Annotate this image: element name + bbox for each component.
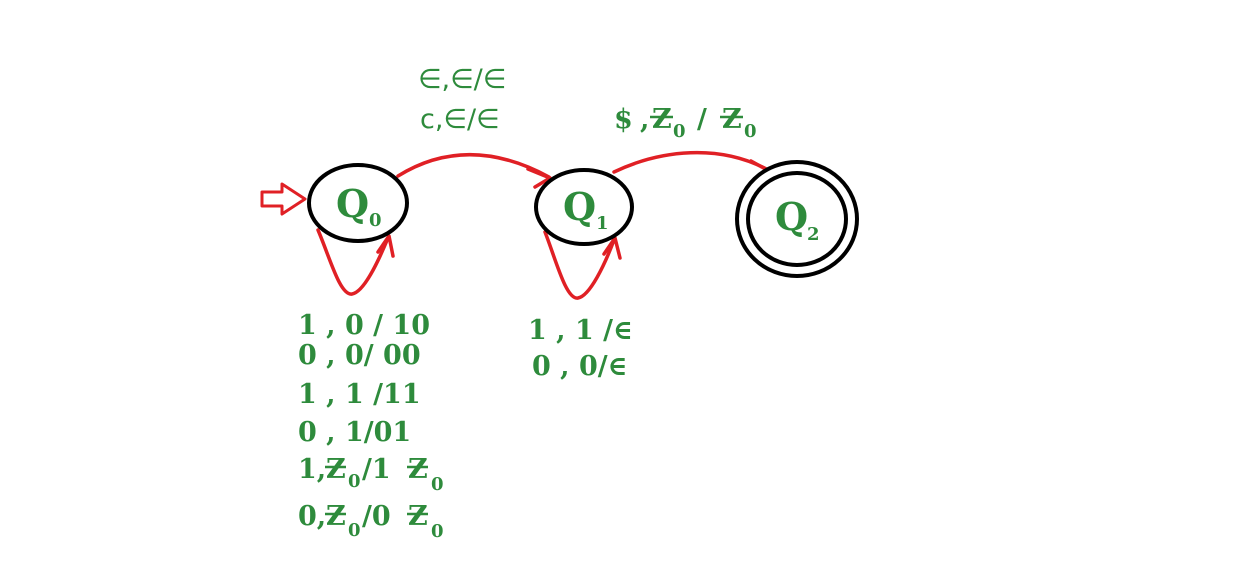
svg-text:Z: Z [326,454,346,485]
svg-text:/: / [697,104,707,135]
svg-text:0: 0 [348,471,361,492]
edge-q1-q2-label: $ , Z 0 / Z 0 [614,104,757,142]
start-arrow [260,182,307,216]
svg-text:/1: /1 [362,454,391,485]
state-q1-name: Q [563,184,596,229]
state-q2-name: Q [775,194,808,239]
svg-text:Z: Z [408,454,428,485]
edge-q0-q1-label-2: c,∈/∈ [420,104,500,135]
loop-q0-label: 1 , 0 / 10 [298,310,430,341]
loop-q0-labels: 1 , 0 / 10 0 , 0/ 00 1 , 1 /11 0 , 1/01 … [298,310,444,542]
loop-q0-arrowhead [376,234,395,258]
svg-text:0: 0 [431,521,444,542]
loop-q0-label: 0 , 1/01 [298,417,411,448]
edge-q1-q2-push: Z [722,104,742,135]
svg-text:1,: 1, [298,454,326,485]
loop-q1-labels: 1 , 1 /∈ 0 , 0/∈ [528,315,633,382]
svg-text:0,: 0, [298,501,326,532]
loop-q0-label: 1 , 1 /11 [298,379,421,410]
svg-text:Z: Z [408,501,428,532]
edge-q1-q2-pop-subscript: 0 [673,121,686,142]
edge-q0-q1 [396,153,551,179]
svg-text:0: 0 [431,474,444,495]
edge-q0-q1-label-1: ∈,∈/∈ [418,64,506,95]
loop-q1-arrowhead [602,236,622,260]
svg-text:,: , [640,104,649,135]
loop-q0-z-row: 1, Z 0 /1 Z 0 [298,454,444,495]
edge-q1-q2 [612,150,772,174]
state-q1-subscript: 1 [596,213,609,234]
svg-text:0: 0 [348,520,361,541]
state-q1: Q 1 [534,168,634,246]
svg-text:Z: Z [326,501,346,532]
loop-q0-z-row: 0, Z 0 /0 Z 0 [298,501,444,542]
state-q0-subscript: 0 [369,210,382,231]
loop-q0-label: 0 , 0/ 00 [298,340,421,371]
edge-q1-q2-push-subscript: 0 [744,121,757,142]
loop-q1-label: 0 , 0/∈ [532,351,628,382]
svg-text:/0: /0 [362,501,391,532]
edge-q0-q1-arrowhead [526,167,552,189]
edge-q1-q2-pop: Z [652,104,672,135]
state-q2-subscript: 2 [807,224,820,245]
state-q2-accepting: Q 2 [735,160,859,278]
state-q0: Q 0 [307,163,409,243]
loop-q1 [543,230,616,300]
state-q0-name: Q [336,181,369,226]
loop-q1-label: 1 , 1 /∈ [528,315,633,346]
loop-q0 [316,228,390,296]
edge-q1-q2-symbol: $ [614,104,633,135]
